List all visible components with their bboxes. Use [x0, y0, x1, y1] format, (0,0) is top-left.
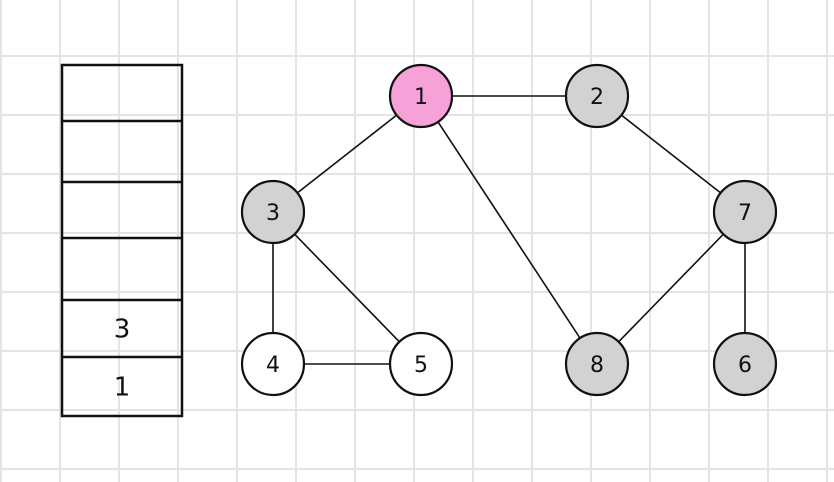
node-label: 4 [266, 353, 280, 378]
node-circle [712, 331, 778, 397]
node-4: 4 [240, 331, 306, 397]
stack-frame [60, 63, 184, 418]
edge-3-5 [294, 233, 400, 343]
edge-2-7 [620, 114, 722, 194]
node-label: 6 [738, 353, 752, 378]
node-label: 5 [414, 353, 428, 378]
node-8: 8 [564, 331, 630, 397]
node-label: 7 [738, 201, 752, 226]
edge-1-8 [437, 121, 581, 339]
node-3: 3 [240, 179, 306, 245]
stack-cell-value: 1 [114, 373, 131, 403]
node-6: 6 [712, 331, 778, 397]
node-circle [712, 179, 778, 245]
edge-1-3 [296, 114, 398, 194]
node-2: 2 [564, 63, 630, 129]
stack-cell-value: 3 [114, 315, 131, 345]
node-circle [240, 331, 306, 397]
node-5: 5 [388, 331, 454, 397]
node-circle [564, 63, 630, 129]
node-label: 8 [590, 353, 604, 378]
node-label: 1 [414, 85, 428, 110]
node-circle [240, 179, 306, 245]
node-1: 1 [388, 63, 454, 129]
nodes: 1 2 3 4 5 6 7 8 [240, 63, 778, 397]
node-circle [564, 331, 630, 397]
node-label: 3 [266, 201, 280, 226]
node-7: 7 [712, 179, 778, 245]
edges [272, 95, 746, 365]
node-circle [388, 331, 454, 397]
edge-7-8 [618, 233, 724, 343]
node-label: 2 [590, 85, 604, 110]
node-circle [388, 63, 454, 129]
stack: 13 [60, 63, 184, 418]
